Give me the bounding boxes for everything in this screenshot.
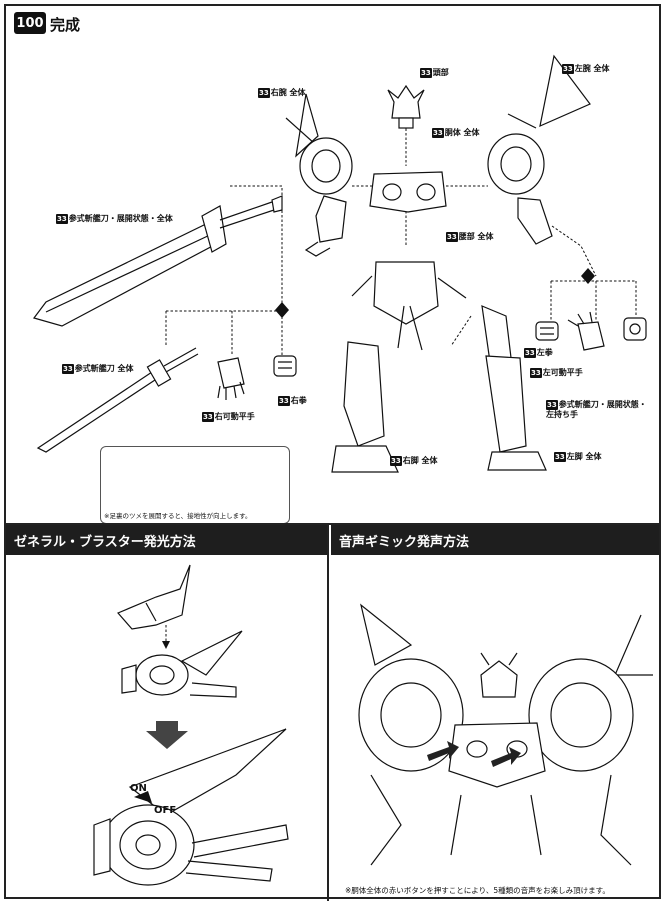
- voice-caption: ※胴体全体の赤いボタンを押すことにより、5種類の音声をお楽しみ頂けます。: [345, 886, 610, 895]
- voice-section: 音声ギミック発声方法 ※胴体全体の赤いボタンを押すことにより、5種類の音声をお楽…: [331, 525, 659, 901]
- voice-illustration: [358, 603, 653, 866]
- switch-off-label: OFF: [154, 805, 177, 816]
- blaster-section: ゼネラル・ブラスター発光方法 ON OFF: [6, 525, 329, 901]
- foot-claw-note: ※足裏のツメを展開すると、接地性が向上します。: [104, 512, 252, 520]
- section-divider: [6, 523, 659, 525]
- switch-on-label: ON: [130, 783, 147, 794]
- step-number-badge: 100: [14, 12, 46, 34]
- blaster-illustration: [93, 564, 289, 886]
- assembly-illustration: [32, 54, 647, 503]
- blaster-section-title: ゼネラル・ブラスター発光方法: [6, 525, 327, 555]
- voice-section-title: 音声ギミック発声方法: [331, 525, 659, 555]
- step-title: 完成: [50, 16, 81, 34]
- instruction-page: 100 完成: [4, 4, 661, 901]
- foot-claw-note-box: ※足裏のツメを展開すると、接地性が向上します。: [100, 446, 290, 524]
